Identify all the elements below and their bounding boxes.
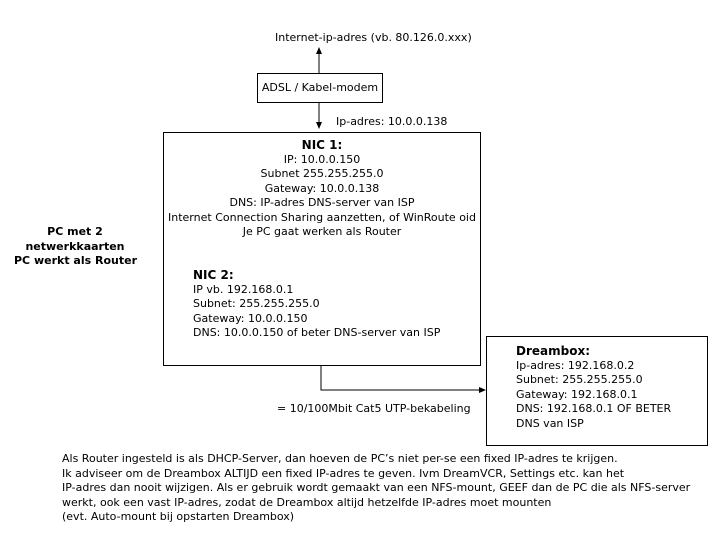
modem-box: ADSL / Kabel-modem: [257, 73, 383, 103]
nic2-line-ip: IP vb. 192.168.0.1: [193, 282, 294, 296]
pc-side-line-3: PC werkt als Router: [14, 254, 137, 267]
modem-ip-label: Ip-adres: 10.0.0.138: [336, 115, 448, 128]
pc-side-line-1: PC met 2: [47, 225, 103, 238]
nic1-line-ip: IP: 10.0.0.150: [283, 152, 361, 166]
nic2-line-dns: DNS: 10.0.0.150 of beter DNS-server van …: [193, 326, 441, 339]
notes-block: Als Router ingesteld is als DHCP-Server,…: [62, 452, 690, 525]
nic2-line-subnet: Subnet: 255.255.255.0: [193, 297, 320, 310]
dreambox-line-subnet: Subnet: 255.255.255.0: [516, 373, 643, 386]
nic2-title: NIC 2:: [193, 268, 234, 282]
dreambox-box: Dreambox: Ip-adres: 192.168.0.2 Subnet: …: [486, 336, 708, 446]
note-line-1: Als Router ingesteld is als DHCP-Server,…: [62, 452, 618, 465]
nic2-line-gateway: Gateway: 10.0.0.150: [193, 311, 308, 325]
nic1-block: NIC 1: IP: 10.0.0.150 Subnet 255.255.255…: [164, 138, 480, 240]
pc-to-dreambox-line: [320, 366, 481, 391]
dreambox-line-dns-isp: DNS van ISP: [516, 416, 584, 430]
nic1-line-dns: DNS: IP-adres DNS-server van ISP: [229, 196, 415, 209]
dreambox-arrowhead: [479, 387, 486, 393]
dreambox-line-ip: Ip-adres: 192.168.0.2: [516, 358, 635, 372]
dreambox-line-gateway: Gateway: 192.168.0.1: [516, 387, 638, 401]
pc-arrowhead: [316, 122, 322, 129]
internet-label: Internet-ip-adres (vb. 80.126.0.xxx): [275, 31, 472, 44]
pc-box: NIC 1: IP: 10.0.0.150 Subnet 255.255.255…: [163, 132, 481, 366]
nic1-title: NIC 1:: [301, 138, 343, 152]
nic1-line-router: Je PC gaat werken als Router: [242, 225, 402, 238]
nic1-line-gateway: Gateway: 10.0.0.138: [264, 181, 380, 195]
cable-label: = 10/100Mbit Cat5 UTP-bekabeling: [277, 402, 471, 415]
note-line-5: (evt. Auto-mount bij opstarten Dreambox): [62, 510, 295, 523]
dreambox-line-dns: DNS: 192.168.0.1 OF BETER: [516, 402, 672, 415]
pc-side-label: PC met 2 netwerkkaarten PC werkt als Rou…: [14, 225, 137, 269]
nic1-line-subnet: Subnet 255.255.255.0: [260, 167, 384, 180]
modem-label: ADSL / Kabel-modem: [261, 81, 379, 94]
dreambox-title: Dreambox:: [516, 344, 590, 358]
nic1-line-ics: Internet Connection Sharing aanzetten, o…: [168, 210, 476, 224]
note-line-2: Ik adviseer om de Dreambox ALTIJD een fi…: [62, 466, 625, 480]
internet-arrowhead: [316, 47, 322, 54]
note-line-4: werkt, ook een vast IP-adres, zodat de D…: [62, 495, 552, 509]
pc-side-line-2: netwerkkaarten: [25, 239, 125, 253]
nic2-block: NIC 2: IP vb. 192.168.0.1 Subnet: 255.25…: [193, 268, 440, 341]
note-line-3: IP-adres dan nooit wijzigen. Als er gebr…: [62, 481, 691, 494]
